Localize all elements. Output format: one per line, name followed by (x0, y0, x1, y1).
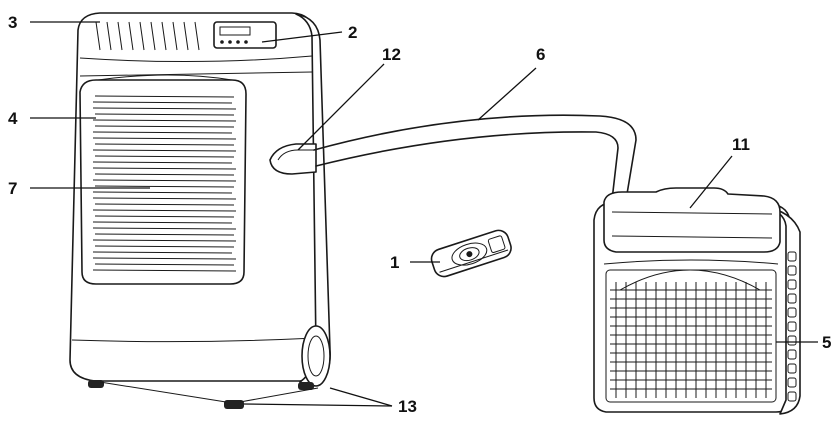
callout-4: 4 (8, 109, 18, 128)
outdoor-unit (593, 187, 801, 415)
indoor-unit (69, 12, 331, 409)
callout-13: 13 (398, 397, 417, 416)
callout-2: 2 (348, 23, 357, 42)
leader-lines (30, 21, 818, 407)
wheel (301, 325, 331, 387)
callout-7: 7 (8, 179, 17, 198)
top-vent-grille (95, 21, 200, 51)
remote-control (430, 229, 512, 278)
callout-labels: 1 2 3 4 5 6 7 11 12 13 (8, 13, 831, 416)
callout-5: 5 (822, 333, 831, 352)
grille-slats (92, 95, 237, 272)
outdoor-grille (610, 282, 772, 398)
outdoor-unit-top (603, 187, 781, 253)
fan-shroud (619, 269, 761, 291)
callout-11: 11 (732, 135, 750, 154)
side-vents (787, 251, 797, 402)
callout-12: 12 (382, 45, 401, 64)
exhaust-outlet (269, 143, 317, 175)
control-buttons (219, 26, 251, 44)
callout-6: 6 (536, 45, 545, 64)
front-grille (79, 79, 247, 285)
callout-3: 3 (8, 13, 17, 32)
callout-1: 1 (390, 253, 399, 272)
foot-right (298, 382, 314, 390)
exhaust-hose (313, 114, 637, 201)
foot-middle (224, 400, 244, 409)
foot-left (88, 380, 104, 388)
